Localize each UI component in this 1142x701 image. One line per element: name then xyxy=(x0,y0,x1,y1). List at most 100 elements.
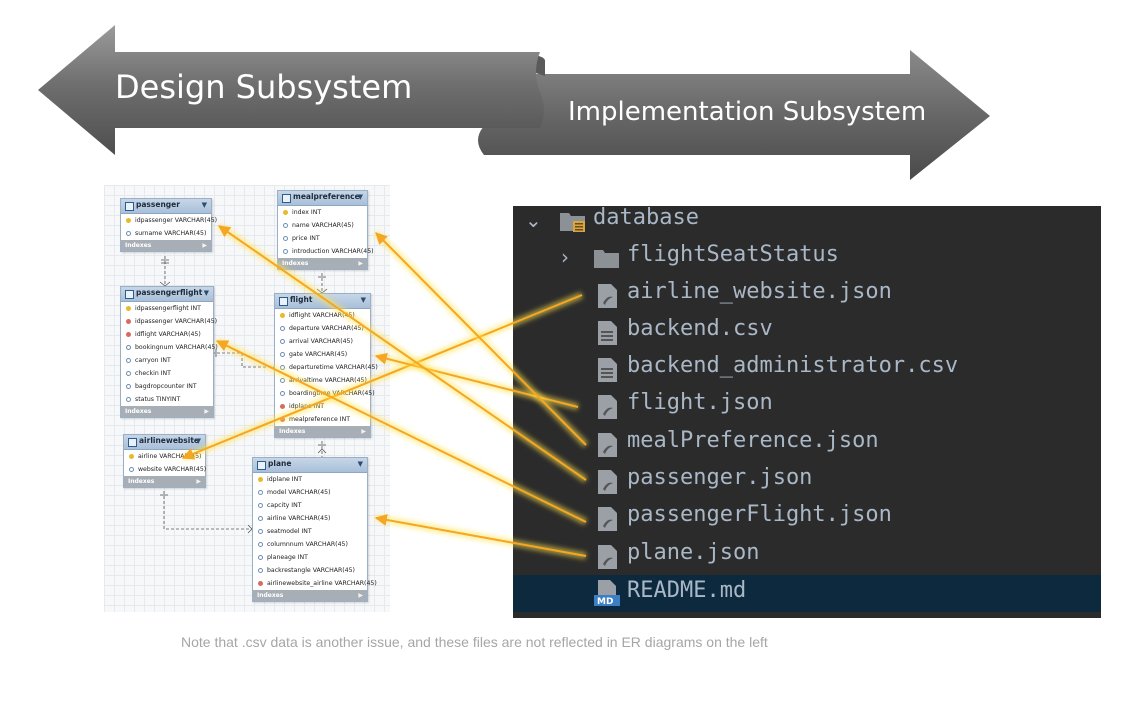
column-icon xyxy=(258,529,263,534)
column-text: price INT xyxy=(292,235,320,242)
column-text: idplane INT xyxy=(289,403,325,410)
table-header: mealpreference▼ xyxy=(278,191,367,206)
table-column: bookingnum VARCHAR(45) xyxy=(121,341,218,354)
column-text: idpassengerflight INT xyxy=(135,305,201,312)
tree-item-file[interactable]: passenger.json xyxy=(513,462,1101,499)
primary-key-icon xyxy=(129,454,134,459)
table-column: status TINYINT xyxy=(121,393,213,406)
table-column: seatmodel INT xyxy=(253,525,367,538)
table-icon xyxy=(125,290,134,299)
er-table-airlinewebsite: airlinewebsite▼ airline VARCHAR(45) webs… xyxy=(123,434,206,488)
table-name: airlinewebsite xyxy=(139,436,199,445)
table-column: backrestangle VARCHAR(45) xyxy=(253,564,367,577)
indexes-bar: Indexes ▶ xyxy=(278,258,367,269)
project-file-tree: ⌄ database › flightSeatStatus airline_we… xyxy=(513,206,1101,618)
tree-item-label: airline_website.json xyxy=(627,279,892,304)
column-icon xyxy=(126,397,131,402)
table-column: airline VARCHAR(45) xyxy=(253,512,367,525)
indexes-bar: Indexes▶ xyxy=(275,426,370,437)
table-column: idplane INT xyxy=(253,473,367,486)
tree-item-file-selected[interactable]: MD README.md xyxy=(513,575,1101,612)
table-icon xyxy=(279,297,288,306)
column-text: columnnum VARCHAR(45) xyxy=(267,541,348,548)
json-file-icon xyxy=(598,395,617,419)
column-text: seatmodel INT xyxy=(267,528,312,535)
tree-item-file[interactable]: backend.csv xyxy=(513,313,1101,350)
json-file-icon xyxy=(598,433,617,457)
column-text: boardingtime VARCHAR(45) xyxy=(289,390,375,397)
column-icon xyxy=(126,384,131,389)
table-header: flight▼ xyxy=(275,294,370,309)
implementation-arrow-shape xyxy=(478,50,990,180)
foreign-key-icon xyxy=(280,417,285,422)
footnote: Note that .csv data is another issue, an… xyxy=(181,634,768,650)
tree-item-file[interactable]: flight.json xyxy=(513,387,1101,424)
table-column: capcity INT xyxy=(253,499,367,512)
table-column: boardingtime VARCHAR(45) xyxy=(275,387,375,400)
table-column: idplane INT xyxy=(275,400,370,413)
column-text: status TINYINT xyxy=(135,396,181,403)
column-icon xyxy=(126,371,131,376)
column-text: planeage INT xyxy=(267,554,308,561)
table-name: mealpreference xyxy=(293,192,360,201)
table-column: mealpreference INT xyxy=(275,413,370,426)
collapse-icon: ▼ xyxy=(360,296,366,304)
column-text: airline VARCHAR(45) xyxy=(138,453,202,460)
er-table-passengerflight: passengerflight▼ idpassengerflight INT i… xyxy=(120,286,218,418)
column-text: idpassenger VARCHAR(45) xyxy=(135,217,218,224)
tree-item-label: README.md xyxy=(627,578,747,603)
column-text: surname VARCHAR(45) xyxy=(135,230,207,237)
table-column: columnnum VARCHAR(45) xyxy=(253,538,367,551)
column-icon xyxy=(283,236,288,241)
json-file-icon xyxy=(598,470,617,494)
column-text: gate VARCHAR(45) xyxy=(289,351,348,358)
collapse-icon: ▼ xyxy=(357,460,363,468)
column-text: website VARCHAR(45) xyxy=(138,466,207,473)
column-icon xyxy=(258,542,263,547)
table-name: passengerflight xyxy=(136,288,203,297)
chevron-right-icon[interactable]: › xyxy=(561,245,569,269)
table-column: idflight VARCHAR(45) xyxy=(121,328,213,341)
table-column: checkin INT xyxy=(121,367,213,380)
column-text: idplane INT xyxy=(267,476,303,483)
collapse-icon: ▼ xyxy=(201,201,207,209)
indexes-label: Indexes xyxy=(125,408,152,415)
folder-icon xyxy=(560,213,585,232)
tree-item-label: flight.json xyxy=(627,390,773,415)
collapse-icon: ▼ xyxy=(203,289,209,297)
column-icon xyxy=(283,249,288,254)
table-column: departuretime VARCHAR(45) xyxy=(275,361,378,374)
folder-icon xyxy=(594,250,619,268)
collapse-icon: ▼ xyxy=(357,193,363,201)
table-header: airlinewebsite▼ xyxy=(124,435,205,450)
table-column: planeage INT xyxy=(253,551,367,564)
column-icon xyxy=(129,467,134,472)
tree-item-database-folder[interactable]: ⌄ database xyxy=(513,206,1101,239)
table-column: airline VARCHAR(45) xyxy=(124,450,205,463)
json-file-icon xyxy=(598,545,617,569)
column-icon xyxy=(283,223,288,228)
table-icon xyxy=(282,194,291,203)
table-column: idflight VARCHAR(45) xyxy=(275,309,370,322)
column-text: model VARCHAR(45) xyxy=(267,489,331,496)
column-icon xyxy=(126,345,131,350)
tree-item-file[interactable]: plane.json xyxy=(513,537,1101,574)
indexes-bar: Indexes▶ xyxy=(121,240,211,251)
tree-item-file[interactable]: mealPreference.json xyxy=(513,425,1101,462)
tree-item-file[interactable]: airline_website.json xyxy=(513,276,1101,313)
column-text: bookingnum VARCHAR(45) xyxy=(135,344,218,351)
indexes-label: Indexes xyxy=(279,428,306,435)
table-column: model VARCHAR(45) xyxy=(253,486,367,499)
chevron-down-icon[interactable]: ⌄ xyxy=(525,208,542,232)
tree-item-file[interactable]: passengerFlight.json xyxy=(513,499,1101,536)
column-text: airlinewebsite_airline VARCHAR(45) xyxy=(267,580,377,587)
tree-item-file[interactable]: backend_administrator.csv xyxy=(513,350,1101,387)
table-column: gate VARCHAR(45) xyxy=(275,348,370,361)
foreign-key-icon xyxy=(126,319,131,324)
indexes-label: Indexes xyxy=(282,260,309,267)
table-column: carryon INT xyxy=(121,354,213,367)
tree-item-folder[interactable]: › flightSeatStatus xyxy=(513,239,1101,276)
table-header: passenger▼ xyxy=(121,199,211,214)
expand-icon: ▶ xyxy=(358,592,363,599)
expand-icon: ▶ xyxy=(358,260,363,267)
